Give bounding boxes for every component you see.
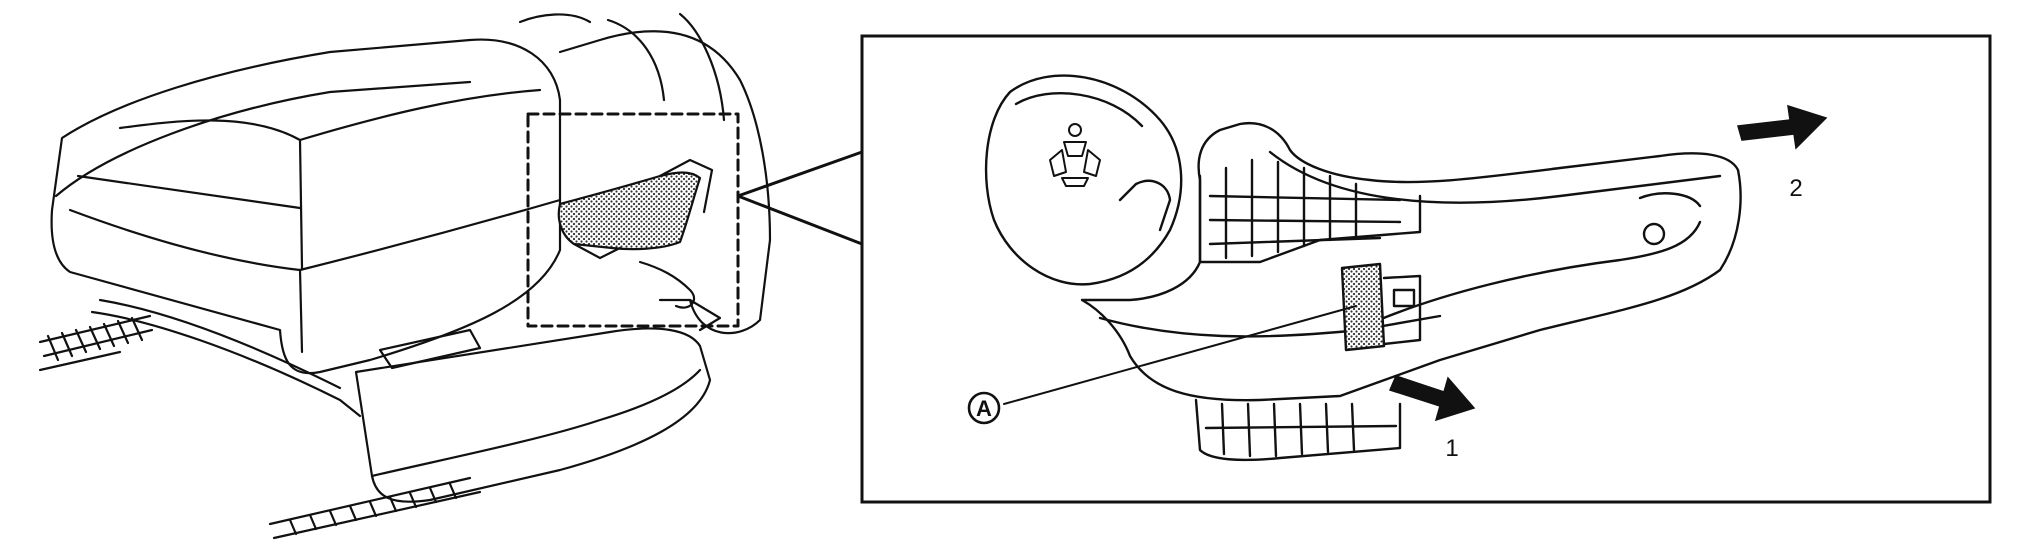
seat-cushion [50,38,562,375]
seat-symbol-icon [1049,123,1101,187]
lever-ribs-upper [1198,158,1422,264]
seat-backrest [558,30,772,335]
seat-wire [90,310,362,418]
arrow-1-label: 1 [1445,435,1458,462]
seat-base [354,327,712,503]
callout-a-label: A [976,396,992,421]
arrow-2-label: 2 [1789,175,1802,202]
callout-a-badge: A [967,391,1001,425]
zoom-connector [737,150,863,246]
recliner-lever [557,171,702,251]
arrow-1-icon [1388,375,1476,422]
release-tab-a [1340,262,1386,352]
lever-detail [984,74,1742,462]
arrow-2-icon [1737,104,1828,150]
seat-overview [38,12,772,540]
lever-ribs-lower [1194,398,1402,462]
lever-knob [984,74,1183,286]
lever-body [1080,121,1742,402]
callout-a-leader [1003,305,1357,405]
detail-marker-box [526,112,740,328]
seat-rails [38,314,482,540]
detail-frame [860,34,1992,504]
